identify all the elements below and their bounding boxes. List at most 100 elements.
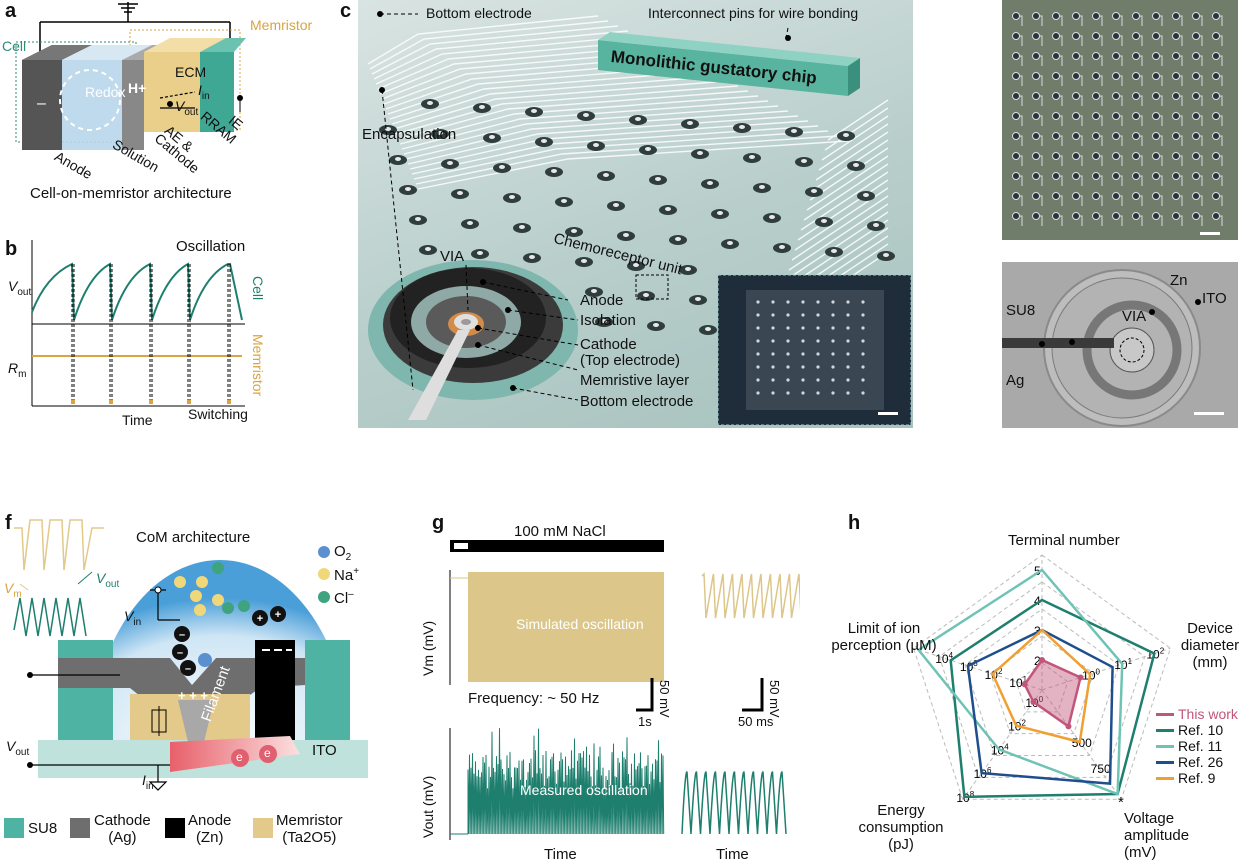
svg-text:+: +	[275, 609, 281, 621]
device-micrograph	[1002, 269, 1224, 427]
panel-letter-g: g	[432, 512, 445, 534]
switching-label: Switching	[188, 406, 248, 422]
o2-label: O2	[334, 543, 352, 563]
radar-tick-label: 102	[1146, 646, 1164, 661]
legend-swatch	[1156, 728, 1174, 732]
time-label-right: Time	[716, 846, 749, 863]
radar-grid-ring	[913, 554, 1171, 800]
radar-series-this-work	[1023, 658, 1082, 729]
panel-g: 100 mM NaCl Simulated oscillation Measur…	[420, 510, 800, 864]
legend-swatch	[1156, 744, 1174, 748]
axis-ion-perception: Limit of ion perception (µM)	[831, 620, 937, 654]
radar-axis-line	[913, 647, 1043, 691]
panel-letter-h: h	[848, 512, 861, 534]
vout-label-f: Vout	[6, 738, 30, 758]
radar-series-ref-26	[966, 628, 1114, 785]
legend-item: Ref. 26	[1156, 754, 1238, 770]
radar-point-this-work	[1021, 681, 1028, 688]
svg-text:+: +	[257, 613, 263, 625]
ito-label-f: ITO	[312, 742, 337, 759]
oscillation-label: Oscillation	[176, 238, 246, 255]
panel-letter-f: f	[5, 512, 12, 534]
radar-grid-ring	[1015, 662, 1069, 713]
radar-tick-label: 4	[1034, 594, 1041, 608]
hplus-label: H+	[128, 80, 147, 96]
cl-label: Cl–	[334, 589, 354, 607]
iin-label-f: Iin	[142, 772, 154, 792]
legend-item: Ref. 9	[1156, 770, 1238, 786]
radar-point-this-work	[1065, 723, 1072, 730]
radar-tick-label: 500	[1072, 736, 1092, 750]
memristor-side-label: Memristor	[250, 334, 266, 397]
legend-memristor: Memristor(Ta2O5)	[276, 812, 343, 846]
svg-text:+ + +: + + +	[178, 688, 208, 703]
legend-swatch-memristor	[253, 818, 273, 838]
radar-grid-ring	[990, 635, 1094, 735]
via-label: VIA	[440, 248, 465, 265]
via-label-e: VIA	[1122, 308, 1147, 325]
panel-b: Oscillation Cell Memristor Vout Rm Time …	[0, 236, 330, 436]
layer-top-electrode: (Top electrode)	[580, 352, 681, 369]
axis-device-diameter: Device diameter (mm)	[1180, 620, 1240, 671]
radar-point-this-work	[1030, 698, 1037, 705]
com-title: CoM architecture	[136, 529, 251, 546]
na-label: Na+	[334, 566, 360, 584]
svg-text:–: –	[179, 629, 185, 641]
scale-t-right: 50 ms	[738, 714, 774, 729]
legend-swatch	[1156, 776, 1174, 780]
simulated-label: Simulated oscillation	[516, 616, 644, 632]
encapsulation-label: Encapsulation	[362, 126, 457, 143]
vout-axis-label-g: Vout (mV)	[420, 775, 436, 838]
radar-axis-line	[1041, 689, 1122, 800]
memristor-label: Memristor	[250, 17, 313, 33]
panel-c-chip-render: Bottom electrode Interconnect pins for w…	[358, 0, 913, 428]
radar-point-this-work	[1039, 657, 1045, 663]
zn-label: Zn	[1170, 272, 1188, 289]
electron-label-2: e	[264, 746, 271, 760]
scale-v-left: 50 mV	[657, 680, 672, 718]
measured-label: Measured oscillation	[520, 782, 648, 798]
chip-illustration	[367, 11, 912, 426]
radar-point-this-work	[1077, 674, 1084, 681]
legend-item: Ref. 10	[1156, 722, 1238, 738]
interconnect-label: Interconnect pins for wire bonding	[648, 5, 859, 21]
cell-side-label: Cell	[250, 276, 266, 301]
cell-on-memristor-diagram	[15, 2, 246, 150]
axis-voltage-amplitude: Voltage amplitude (mV)	[1124, 810, 1190, 861]
cell-label: Cell	[2, 38, 27, 54]
layer-bottom-electrode: Bottom electrode	[580, 393, 694, 410]
panel-f: ––– ++ + + + CoM architecture O2 Na+ Cl–…	[0, 510, 420, 864]
bottom-electrode-top-label: Bottom electrode	[426, 5, 532, 21]
legend-label: Ref. 11	[1178, 738, 1223, 754]
com-architecture-diagram: ––– ++ + + +	[4, 519, 368, 838]
layer-memristive: Memristive layer	[580, 372, 690, 389]
panel-letter-c: c	[340, 0, 352, 22]
legend-swatch-cathode	[70, 818, 90, 838]
electron-label-1: e	[236, 750, 243, 764]
panel-a-caption: Cell-on-memristor architecture	[30, 185, 232, 202]
condition-label: 100 mM NaCl	[514, 523, 606, 540]
ito-label: ITO	[1202, 290, 1227, 307]
axis-terminal-number: Terminal number	[1008, 532, 1120, 549]
radar-tick-label: 2	[1034, 654, 1041, 668]
legend-su8: SU8	[28, 820, 58, 837]
time-label: Time	[122, 412, 153, 428]
legend-swatch-su8	[4, 818, 24, 838]
minus-label: –	[37, 95, 46, 112]
layer-cathode: Cathode	[580, 336, 637, 353]
legend-anode: Anode(Zn)	[188, 812, 232, 846]
axis-energy-consumption: Energy consumption (pJ)	[858, 802, 944, 853]
layer-isolation: Isolation	[580, 312, 636, 329]
panel-letter-a: a	[5, 0, 17, 22]
time-label-left: Time	[544, 846, 577, 863]
ecm-label: ECM	[175, 64, 207, 80]
vout-label: Vout	[175, 98, 199, 118]
legend-label: This work	[1178, 706, 1238, 722]
oscillation-switching-plot	[31, 240, 245, 407]
panel-letter-b: b	[5, 238, 18, 260]
radar-tick-label: 5	[1034, 564, 1041, 578]
radar-series-ref-11	[916, 568, 1124, 796]
radar-series-ref-9	[991, 628, 1092, 744]
scale-v-right: 50 mV	[767, 680, 782, 718]
